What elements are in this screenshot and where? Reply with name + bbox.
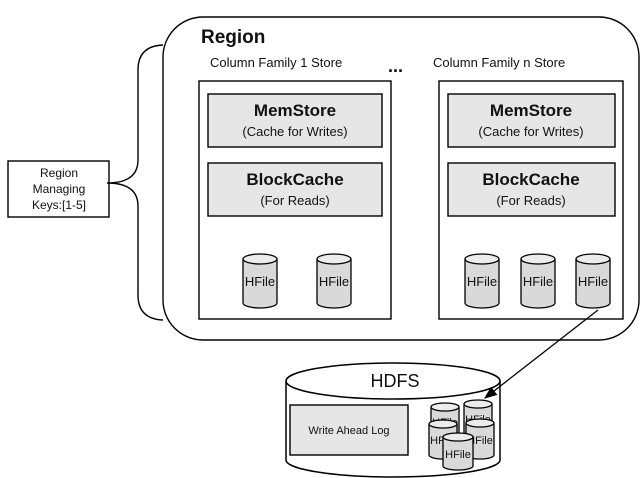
blockcache-box xyxy=(447,162,616,217)
hdfs-hfile-stack: HFile HFile HFile HFile HFile xyxy=(428,399,495,471)
hfile-label: HFile xyxy=(245,274,275,289)
blockcache-box xyxy=(207,162,383,217)
hfile-cylinder: HFile xyxy=(242,253,278,309)
store-box xyxy=(198,80,392,320)
ellipsis-separator: ... xyxy=(388,56,403,76)
hdfs-title: HDFS xyxy=(371,371,420,391)
hfile-label: HFile xyxy=(578,274,608,289)
store-column-family-n: MemStore (Cache for Writes) BlockCache (… xyxy=(438,80,624,320)
region-keys-box xyxy=(7,160,110,218)
hfile-cylinder: HFile xyxy=(316,253,352,309)
hfile-cylinder: HFile xyxy=(442,432,474,471)
memstore-subtitle: (Cache for Writes) xyxy=(478,124,583,139)
write-ahead-log-label: Write Ahead Log xyxy=(308,425,389,437)
store-column-family-1: MemStore (Cache for Writes) BlockCache (… xyxy=(198,80,392,320)
flush-arrow xyxy=(483,309,599,399)
write-ahead-log-box xyxy=(289,404,409,456)
memstore-title: MemStore xyxy=(490,101,572,120)
hfile-cylinder: HFile xyxy=(520,253,556,309)
hfile-label: HFile xyxy=(319,274,349,289)
memstore-box xyxy=(207,93,383,148)
blockcache-subtitle: (For Reads) xyxy=(496,193,565,208)
region-keys-line3: Keys:[1-5] xyxy=(32,198,86,212)
region-keys-line2: Managing xyxy=(33,182,86,196)
region-keys-line1: Region xyxy=(40,166,78,180)
curly-brace xyxy=(106,44,164,321)
region-container xyxy=(162,16,640,341)
blockcache-title: BlockCache xyxy=(482,170,579,189)
hfile-cylinder: HFile xyxy=(464,253,500,309)
store-box xyxy=(438,80,624,320)
hfile-label: HFile xyxy=(445,449,471,461)
blockcache-title: BlockCache xyxy=(246,170,343,189)
memstore-title: MemStore xyxy=(254,101,336,120)
column-family-n-label: Column Family n Store xyxy=(433,55,565,70)
column-family-1-label: Column Family 1 Store xyxy=(210,55,342,70)
hfile-cylinder: HFile xyxy=(575,253,611,309)
hfile-label: HFile xyxy=(467,274,497,289)
memstore-subtitle: (Cache for Writes) xyxy=(242,124,347,139)
hfile-label: HFile xyxy=(523,274,553,289)
region-title: Region xyxy=(201,27,265,48)
blockcache-subtitle: (For Reads) xyxy=(260,193,329,208)
memstore-box xyxy=(447,93,616,148)
